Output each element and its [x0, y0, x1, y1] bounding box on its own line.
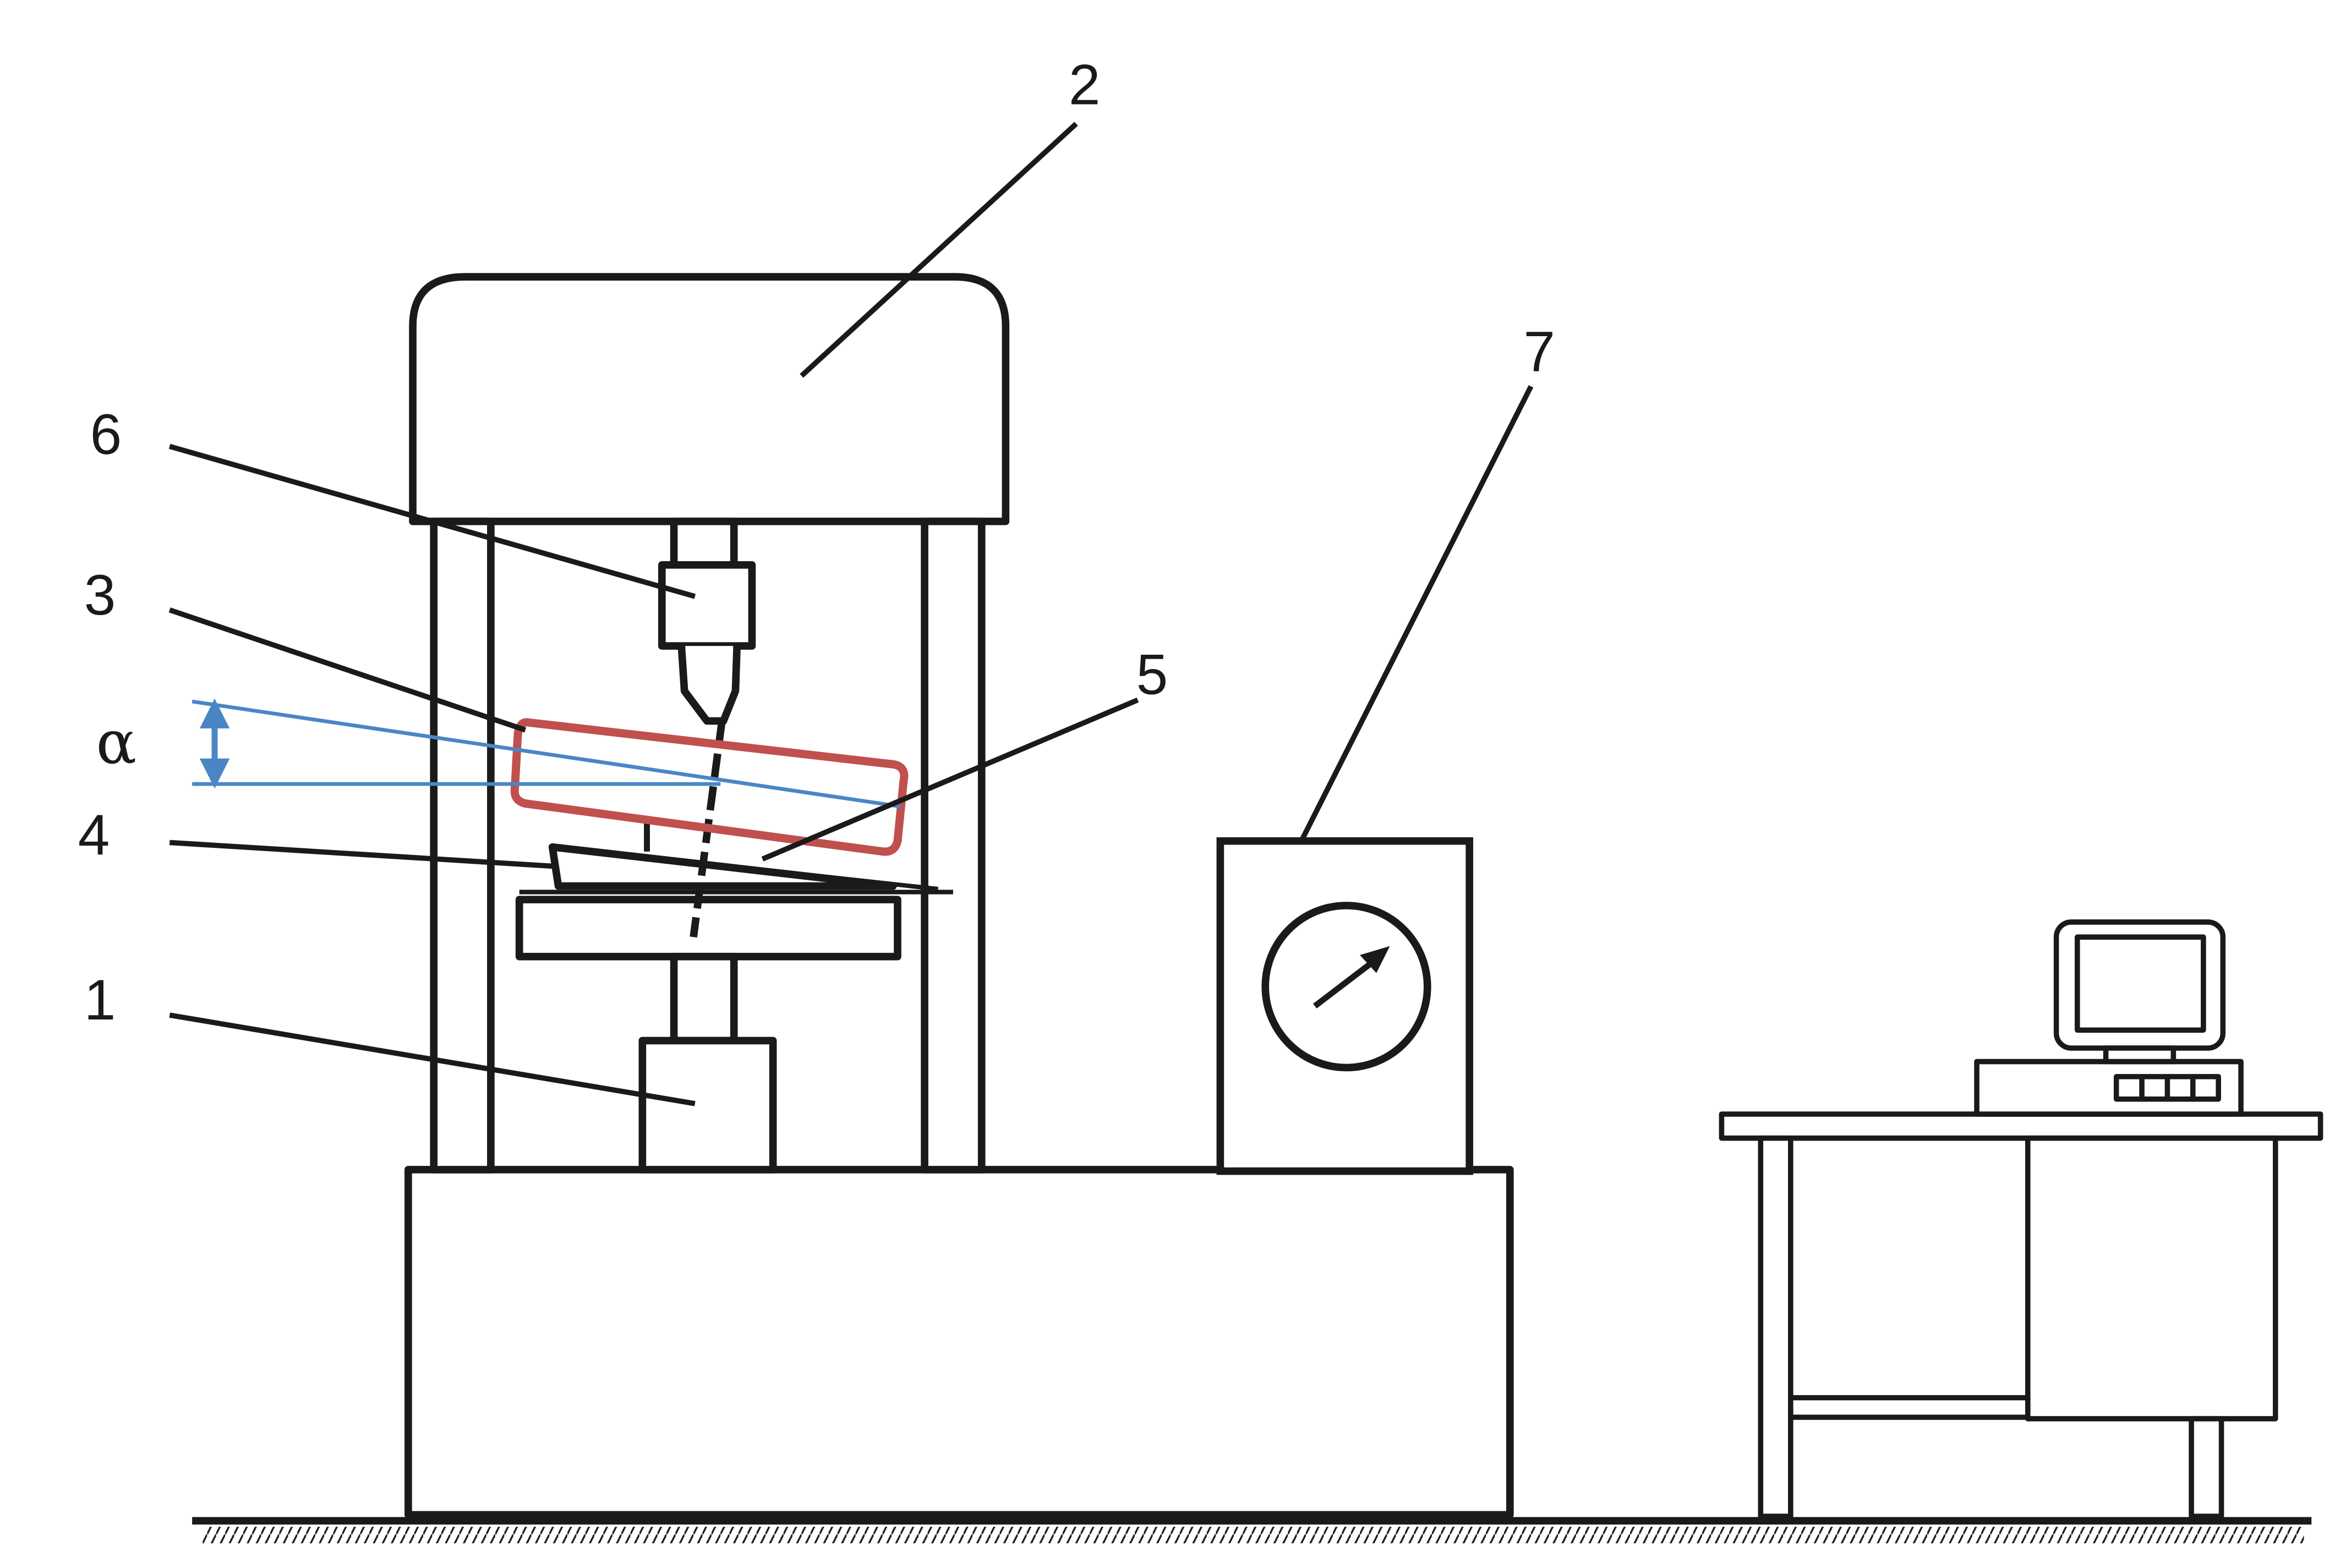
leader-line-6 [168, 443, 696, 599]
wedge-slope [552, 845, 939, 891]
testing-machine [404, 273, 1514, 1519]
leader-line-7 [1299, 385, 1534, 842]
monitor-screen [2075, 934, 2206, 1033]
hydraulic-cylinder [638, 1037, 777, 1174]
leader-line-5 [761, 697, 1139, 862]
label-2: 2 [1069, 52, 1101, 116]
desk-shelf [1788, 1395, 2031, 1420]
monitor-stand [2103, 1045, 2177, 1065]
desk-leg-right [2189, 1416, 2224, 1519]
desk-top [1719, 1111, 2323, 1141]
upper-rod [670, 517, 738, 571]
leader-lines [168, 122, 1534, 1106]
dial-needle [1313, 956, 1380, 1009]
column-right [921, 517, 986, 1174]
crosshead [409, 273, 1010, 525]
leader-line-2 [800, 122, 1078, 378]
specimen [510, 718, 909, 856]
angle-indicator [192, 698, 901, 809]
label-7: 7 [1523, 320, 1555, 383]
label-6: 6 [90, 402, 122, 466]
label-3: 3 [84, 563, 116, 627]
computer-desk [1719, 919, 2323, 1519]
indenter [677, 645, 741, 725]
load-cell [658, 561, 756, 650]
machine-base [404, 1166, 1514, 1519]
lower-rod [670, 952, 738, 1045]
dial-gauge-icon [1261, 902, 1431, 1072]
gauge-unit [1216, 837, 1473, 1175]
leader-line-3 [168, 607, 527, 733]
leader-line-4 [169, 840, 559, 869]
desk-leg-left [1758, 1135, 1793, 1519]
leader-line-1 [169, 1012, 696, 1106]
lower-platen [515, 896, 901, 961]
ground [192, 1517, 2312, 1544]
label-1: 1 [84, 968, 116, 1032]
label-4: 4 [78, 803, 110, 867]
label-5: 5 [1136, 642, 1168, 706]
desk-cabinet [2025, 1135, 2278, 1422]
label-alpha: α [96, 708, 137, 777]
column-left [430, 517, 495, 1174]
